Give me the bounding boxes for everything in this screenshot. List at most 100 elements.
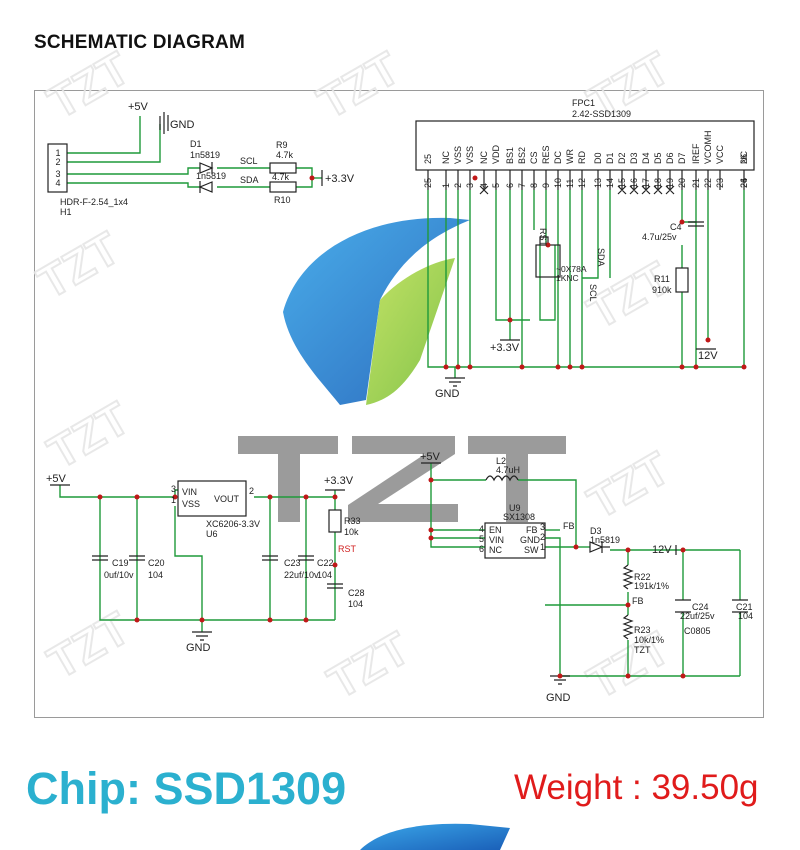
u6-ref: U6: [206, 529, 218, 539]
junctions: [97, 175, 747, 679]
fpc-pin-number: 25: [423, 178, 433, 188]
fpc-pin-number: 14: [605, 178, 615, 188]
fpc-pin-name: VSS: [465, 146, 475, 164]
u9-fb: FB: [526, 525, 538, 535]
fpc-pin-number: 22: [703, 178, 713, 188]
fpc-pin-number: 5: [491, 183, 501, 188]
r9-value: 4.7k: [276, 150, 294, 160]
label-5v-top: +5V: [128, 101, 149, 113]
logo-green-swoosh: [366, 258, 455, 405]
capacitor-c19-symbol: [92, 555, 108, 561]
fpc-pin-name: NC: [441, 151, 451, 164]
fpc-pin-number: 20: [677, 178, 687, 188]
c21-value: 104: [738, 611, 753, 621]
label-33v-reg: +3.3V: [324, 475, 354, 487]
u9-n2: 2: [540, 532, 545, 542]
net-scl: SCL: [240, 156, 258, 166]
fpc-pin-name: BS1: [505, 147, 515, 164]
fpc-pin-name: D4: [641, 152, 651, 164]
h1-pin3: 3: [55, 169, 60, 179]
fpc1-connector-body: [415, 120, 755, 171]
fpc-pin-number: 23: [715, 178, 725, 188]
h1-package: HDR-F-2.54_1x4: [60, 197, 128, 207]
logo-blue-swoosh: [283, 217, 470, 405]
fpc-pin-name: D1: [605, 152, 615, 164]
weight-label: Weight : 39.50g: [514, 768, 759, 807]
label-33v-top: +3.3V: [325, 173, 355, 185]
schematic-frame: [34, 90, 764, 718]
c22-ref: C22: [317, 558, 334, 568]
net-sda-vertical: SDA: [596, 248, 606, 267]
fpc-pin-number: 2: [453, 183, 463, 188]
fpc-pin-number: 26: [739, 178, 749, 188]
net-fb-u9: FB: [563, 521, 575, 531]
fpc-pin-name: D3: [629, 152, 639, 164]
u6-pin2: 2: [249, 486, 254, 496]
header-h1-body: [47, 143, 68, 193]
u9-n5: 5: [479, 534, 484, 544]
c23-ref: C23: [284, 558, 301, 568]
resistor-r33-body: [328, 509, 342, 533]
u9-n4: 4: [479, 524, 484, 534]
fpc-pin-name: NC: [739, 151, 749, 164]
r23-ref: R23: [634, 625, 651, 635]
c4-value: 4.7u/25v: [642, 232, 677, 242]
capacitor-c24-symbol: [675, 599, 691, 613]
capacitor-c23-symbol: [262, 555, 278, 561]
u9-n6: 6: [479, 544, 484, 554]
fpc-value: 2.42-SSD1309: [572, 109, 631, 119]
h1-ref: H1: [60, 207, 72, 217]
fpc-pin-number: 19: [665, 178, 675, 188]
fpc-pin-name: D7: [677, 152, 687, 164]
h1-pin4: 4: [55, 178, 60, 188]
fpc-pin-name: 25: [423, 154, 433, 164]
c4-ref: C4: [670, 222, 682, 232]
components: [47, 112, 755, 685]
capacitor-c22-symbol: [298, 555, 314, 561]
r11-ref: R11: [654, 274, 670, 284]
fpc-pin-name: IREF: [691, 143, 701, 164]
fpc-pin-name: D5: [653, 152, 663, 164]
bottom-logo-fragment: [360, 823, 510, 850]
diode-d1-sda-symbol: [198, 181, 213, 193]
r9-ref: R9: [276, 140, 288, 150]
c28-value: 104: [348, 599, 363, 609]
fpc-pin-name: VCOMH: [703, 131, 713, 165]
fpc-pin-name: D0: [593, 152, 603, 164]
u6-pin1: 1: [171, 495, 176, 505]
u9-ref: U9: [509, 503, 521, 513]
fpc-pin-number: 18: [653, 178, 663, 188]
wm-9: TZT: [319, 621, 418, 708]
fpc-pin-number: 1: [441, 183, 451, 188]
capacitor-c28-symbol: [327, 583, 343, 589]
diode-d1-scl-symbol: [199, 162, 214, 174]
chip-label: Chip: SSD1309: [26, 763, 347, 814]
fpc-ref: FPC1: [572, 98, 595, 108]
u6-vss: VSS: [182, 499, 200, 509]
fpc-pin-number: 15: [617, 178, 627, 188]
label-gnd-top: GND: [170, 119, 195, 131]
r22-ref: R22: [634, 572, 651, 582]
fpc-pin-number: 13: [593, 178, 603, 188]
fpc-pin-name: VCC: [715, 144, 725, 164]
u9-sw: SW: [524, 545, 539, 555]
fpc-pin-number: 21: [691, 178, 701, 188]
c21-ref: C21: [736, 602, 753, 612]
resistor-r23-symbol: [622, 614, 634, 640]
h1-pin1: 1: [55, 148, 60, 158]
r23-value: 10k/1%: [634, 635, 664, 645]
label-gnd-boost: GND: [546, 692, 571, 704]
h1-pin2: 2: [55, 157, 60, 167]
tzt-logo: [238, 217, 566, 522]
label-5v-reg: +5V: [46, 473, 67, 485]
wm-1: TZT: [39, 41, 138, 128]
r22-value: 191k/1%: [634, 581, 669, 591]
label-5v-boost: +5V: [420, 451, 441, 463]
resistor-r11-body: [675, 267, 689, 293]
fpc-pin-number: 7: [517, 183, 527, 188]
l2-ref: L2: [496, 456, 506, 466]
net-fb: FB: [632, 596, 644, 606]
fpc-pin-number: 16: [629, 178, 639, 188]
